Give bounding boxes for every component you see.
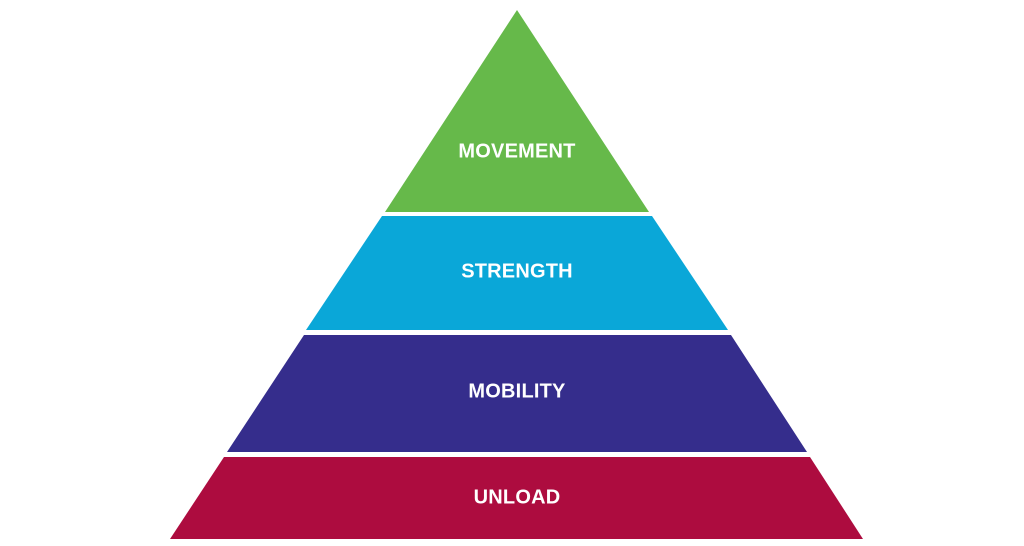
tier-strength-shape [306,216,728,330]
tier-movement-label: MOVEMENT [458,140,575,162]
tier-mobility-label: MOBILITY [468,380,566,402]
tier-strength-label: STRENGTH [461,260,573,282]
tier-mobility: MOBILITY [227,335,807,452]
tier-mobility-shape [227,335,807,452]
tier-movement-shape [385,10,649,212]
tier-unload-label: UNLOAD [474,486,561,508]
tier-strength: STRENGTH [306,216,728,330]
tier-unload: UNLOAD [170,457,863,539]
tier-movement: MOVEMENT [385,10,649,212]
tier-unload-shape [170,457,863,539]
